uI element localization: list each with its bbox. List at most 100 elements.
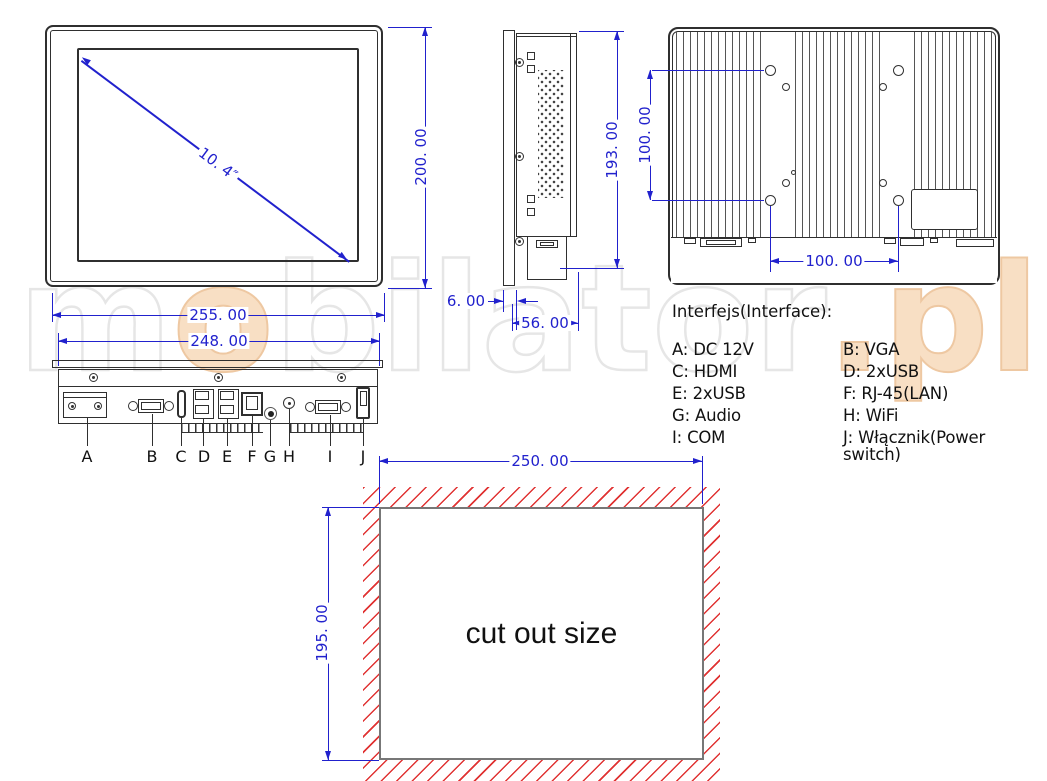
side-connector-detail-inner (540, 242, 554, 246)
legend-item-i: I: COM (672, 428, 726, 447)
legend-item-d: D: 2xUSB (843, 362, 920, 381)
arrow-up (647, 70, 653, 79)
vent-square (527, 208, 535, 216)
screw-icon (515, 58, 524, 67)
dimension-body-width: 248. 00 (188, 332, 250, 350)
ext-line (388, 288, 432, 289)
mount-hole (782, 179, 790, 187)
port-hdmi (177, 390, 186, 418)
mount-hole (879, 179, 887, 187)
ext-line (379, 456, 380, 504)
side-body-top-line (517, 36, 576, 37)
arrow-left (512, 320, 521, 326)
arrow-down (614, 259, 620, 268)
legend-item-a: A: DC 12V (672, 340, 754, 359)
back-bump (884, 238, 896, 244)
ext-line (579, 31, 624, 32)
port-audio-dot (267, 410, 274, 417)
mount-hole (782, 83, 790, 91)
port-rj45-inner (246, 396, 258, 410)
usb-slot (195, 391, 209, 400)
arrow-right (494, 298, 503, 304)
arrow-left (52, 312, 61, 318)
ext-line (516, 290, 517, 330)
legend-item-j: J: Włącznik(Power switch) (843, 428, 986, 464)
interface-legend: A: DC 12V B: VGA C: HDMI D: 2xUSB E: 2xU… (672, 341, 1047, 463)
leader-line (289, 409, 290, 446)
dimension-vesa-horizontal: 100. 00 (803, 252, 865, 270)
bottom-view-body (58, 369, 378, 424)
leader-line (770, 206, 771, 272)
back-bump-vga (700, 238, 742, 247)
arrow-right (569, 320, 578, 326)
leader-line (152, 414, 153, 446)
dimension-vesa-vertical: 100. 00 (636, 104, 654, 166)
mount-hole (879, 83, 887, 91)
port-label-j: J (360, 447, 366, 466)
ext-line (322, 507, 379, 508)
legend-item-e: E: 2xUSB (672, 384, 746, 403)
side-body-inner-line (570, 34, 571, 236)
cutout-label: cut out size (465, 616, 618, 650)
arrow-left (58, 338, 67, 344)
arrow-down (422, 279, 428, 288)
port-label-f: F (247, 447, 257, 466)
port-rj45 (241, 392, 263, 416)
arrow-right (889, 258, 898, 264)
back-bump (684, 238, 696, 244)
arrow-left (517, 298, 526, 304)
front-view-screen (77, 48, 359, 262)
back-bump (930, 238, 938, 243)
back-bump-vga-inner (706, 240, 736, 245)
port-label-g: G (263, 447, 277, 466)
watermark-letter: i (379, 233, 432, 405)
com-screw-left (305, 402, 315, 412)
ext-line (652, 70, 764, 71)
dimension-bezel-depth: 6. 00 (444, 292, 488, 310)
port-label-i: I (327, 447, 333, 466)
port-label-h: H (282, 447, 296, 466)
ext-line (388, 27, 432, 28)
side-connector-detail (536, 240, 558, 248)
ext-line (512, 304, 513, 331)
leader-line (227, 419, 228, 446)
leader-line (898, 206, 899, 272)
arrow-left (770, 258, 779, 264)
legend-title: Interfejs(Interface): (672, 302, 833, 321)
ext-line (578, 272, 579, 331)
leader-line (363, 419, 364, 446)
port-vga-inner (141, 402, 161, 410)
screw-icon (89, 373, 98, 382)
port-usb-d (193, 389, 214, 419)
vga-screw-right (164, 401, 174, 411)
port-com-inner (318, 403, 338, 411)
watermark-letter: l (429, 233, 482, 405)
ext-line (322, 760, 379, 761)
screw-icon (515, 152, 524, 161)
back-bump (748, 238, 756, 243)
legend-item-g: G: Audio (672, 406, 741, 425)
arrow-right (371, 338, 380, 344)
bottom-view-divider-line (59, 386, 377, 387)
port-label-c: C (175, 447, 187, 466)
ext-line (379, 333, 380, 366)
screw-icon (214, 373, 223, 382)
front-view-outer-frame (45, 25, 383, 287)
ext-line (384, 293, 385, 322)
dimension-front-width: 255. 00 (187, 306, 249, 324)
port-com (315, 400, 341, 414)
leader-line (270, 420, 271, 446)
arrow-up (325, 507, 331, 516)
side-connector-block (527, 237, 567, 280)
screw-icon (94, 402, 102, 410)
vent-comb (290, 424, 364, 433)
arrow-up (614, 31, 620, 40)
leader-line (181, 418, 182, 446)
vent-square (527, 195, 535, 203)
fin-gap-strip (886, 32, 913, 237)
vent-square (527, 65, 535, 73)
leader-line (87, 418, 88, 446)
legend-item-f: F: RJ-45(LAN) (843, 384, 949, 403)
ext-line (503, 290, 504, 312)
